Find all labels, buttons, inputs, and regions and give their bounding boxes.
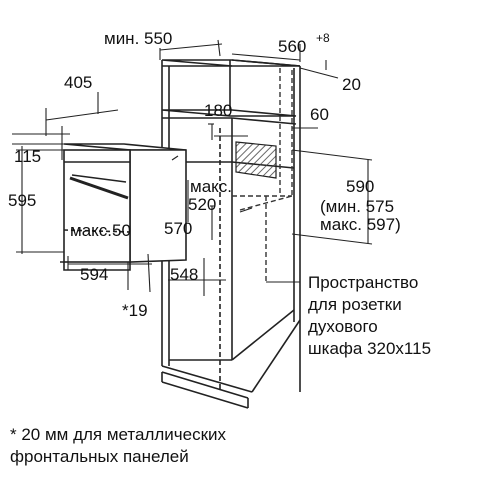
dim-570: 570 [164,219,192,238]
cabinet [161,59,301,409]
socket-area [235,141,277,179]
dim-405: 405 [64,73,92,92]
dim-180: 180 [204,101,232,120]
socket-note-line: духового [308,317,378,336]
dim-560-tolerance: +8 [316,31,330,45]
oven [60,143,187,271]
dim-min-550: мин. 550 [104,29,172,48]
dim-594: 594 [80,265,108,284]
dim-560: 560 [278,37,306,56]
installation-space [232,68,293,282]
footnote: * 20 мм для металлических фронтальных па… [10,424,226,468]
dim-max-50: макс.50 [70,221,131,240]
footnote-line: * 20 мм для металлических [10,425,227,444]
dim-590: 590 [346,177,374,196]
dim-590-max: макс. 597) [320,215,401,234]
dimension-labels: мин. 550 560 +8 20 405 180 60 115 595 ма… [8,29,401,320]
dimension-lines [12,39,373,296]
dim-115: 115 [14,147,41,166]
socket-note-line: шкафа 320x115 [308,339,432,358]
dim-max-520-value: 520 [188,195,216,214]
dim-20: 20 [342,75,361,94]
footnote-line: фронтальных панелей [10,447,189,466]
dim-595: 595 [8,191,36,210]
dim-590-min: (мин. 575 [320,197,394,216]
socket-note-line: Пространство [308,273,419,292]
dim-19: *19 [122,301,148,320]
dim-max-520-label: макс. [190,177,232,196]
dim-60: 60 [310,105,329,124]
socket-note-line: для розетки [308,295,402,314]
socket-space-note: Пространство для розетки духового шкафа … [308,272,431,360]
dim-548: 548 [170,265,198,284]
